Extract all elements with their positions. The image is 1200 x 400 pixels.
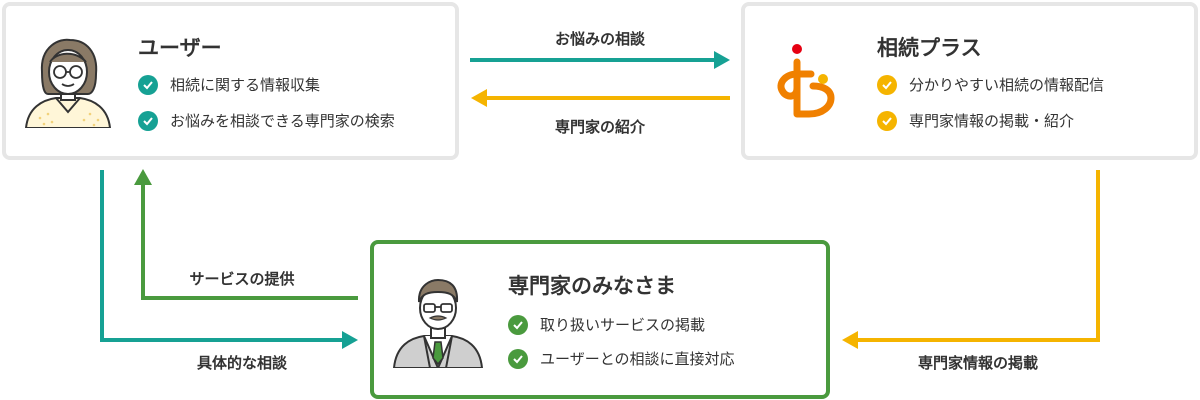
arrow-expert-to-user	[134, 169, 358, 300]
check-icon	[877, 110, 897, 131]
flow-label-service-to-user: 専門家の紹介	[554, 118, 646, 136]
expert-title: 専門家のみなさま	[508, 274, 676, 298]
arrow-user-to-service	[470, 51, 730, 69]
flow-label-expert-to-user: サービスの提供	[189, 270, 295, 288]
expert-card: 専門家のみなさま 取り扱いサービスの掲載 ユーザーとの相談に直接対応	[370, 240, 830, 399]
user-item: お悩みを相談できる専門家の検索	[138, 110, 395, 131]
woman-with-glasses-icon	[24, 38, 112, 128]
businessman-with-glasses-icon	[392, 278, 484, 368]
arrow-service-to-user	[471, 89, 730, 107]
service-item: 分かりやすい相続の情報配信	[877, 74, 1104, 95]
check-icon	[508, 348, 528, 369]
user-title: ユーザー	[138, 36, 222, 60]
user-item-label: 相続に関する情報収集	[170, 76, 321, 94]
expert-item-label: ユーザーとの相談に直接対応	[540, 350, 735, 368]
service-item-label: 専門家情報の掲載・紹介	[909, 112, 1075, 130]
user-card: ユーザー 相続に関する情報収集 お悩みを相談できる専門家の検索	[2, 2, 459, 160]
user-item-label: お悩みを相談できる専門家の検索	[170, 112, 395, 130]
expert-item: ユーザーとの相談に直接対応	[508, 348, 735, 369]
arrow-user-to-expert	[100, 170, 358, 349]
check-icon	[877, 74, 897, 95]
souzoku-plus-logo	[777, 44, 835, 118]
expert-item: 取り扱いサービスの掲載	[508, 314, 705, 335]
service-card: 相続プラス 分かりやすい相続の情報配信 専門家情報の掲載・紹介	[741, 2, 1198, 160]
flow-label-user-to-service: お悩みの相談	[554, 30, 646, 48]
check-icon	[138, 110, 158, 131]
service-item-label: 分かりやすい相続の情報配信	[909, 76, 1105, 94]
arrow-service-to-expert	[842, 170, 1100, 349]
check-icon	[138, 74, 158, 95]
service-item: 専門家情報の掲載・紹介	[877, 110, 1074, 131]
user-item: 相続に関する情報収集	[138, 74, 320, 95]
flow-label-service-to-expert: 専門家情報の掲載	[917, 354, 1039, 372]
flow-label-user-to-expert: 具体的な相談	[196, 354, 288, 372]
expert-item-label: 取り扱いサービスの掲載	[540, 316, 706, 334]
service-title: 相続プラス	[877, 36, 982, 60]
check-icon	[508, 314, 528, 335]
